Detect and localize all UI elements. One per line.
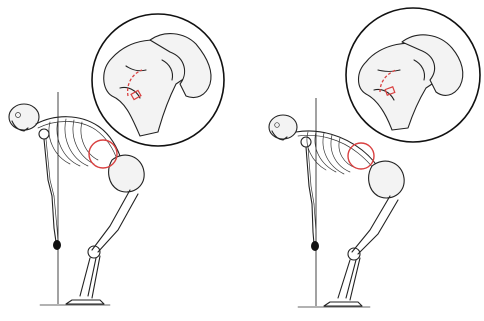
right-vertebra-inset — [346, 8, 480, 142]
left-highlight-circle-icon — [89, 140, 117, 168]
right-pelvis — [369, 161, 405, 198]
left-vertebra-inset — [92, 14, 224, 146]
left-panel — [9, 14, 224, 305]
right-panel — [269, 8, 480, 307]
right-foot — [324, 302, 362, 306]
left-skull — [9, 104, 39, 130]
right-highlight-circle-icon — [348, 143, 374, 169]
left-hand — [53, 240, 61, 250]
right-skull — [269, 115, 297, 139]
left-pelvis — [109, 155, 145, 192]
left-femur — [92, 190, 130, 250]
right-hand — [311, 241, 319, 251]
right-skeleton-figure-icon — [269, 115, 404, 307]
left-foot — [66, 300, 104, 304]
